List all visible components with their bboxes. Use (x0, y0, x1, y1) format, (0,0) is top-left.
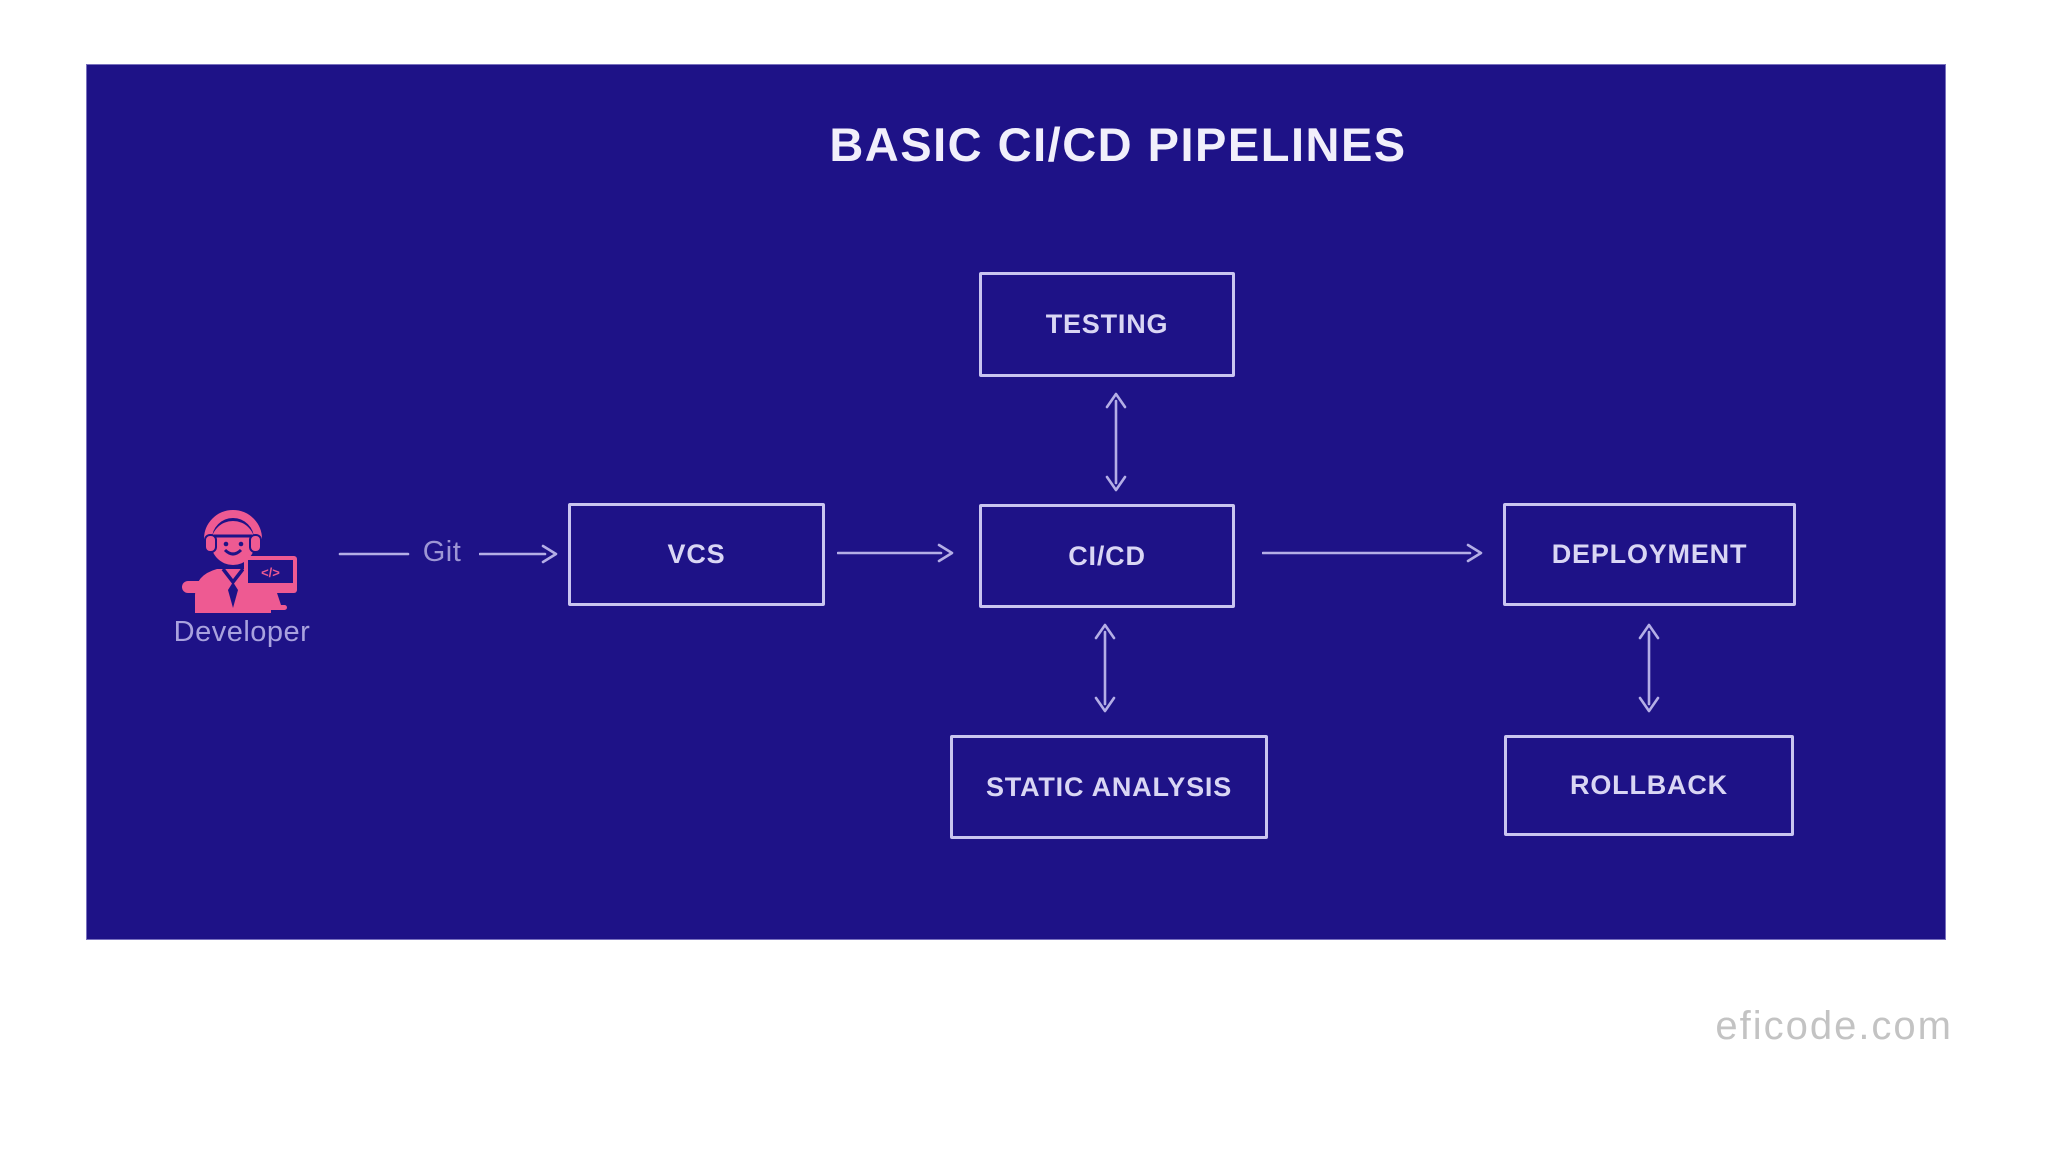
node-testing-label: TESTING (1045, 309, 1169, 339)
edge-label-git: Git (422, 536, 462, 568)
edge-line-developer (338, 542, 410, 566)
node-rollback: ROLLBACK (1504, 735, 1794, 836)
developer-icon-svg: </> (182, 510, 297, 613)
smile (223, 548, 243, 556)
tie (228, 582, 238, 608)
arrow-cicd-to-deployment-icon (1262, 541, 1484, 565)
monitor-screen (248, 560, 293, 583)
earcup-right (249, 534, 262, 553)
arrow-developer-to-vcs-icon (479, 542, 559, 566)
watermark: eficode.com (1715, 1004, 1953, 1048)
head (211, 521, 255, 565)
developer-label: Developer (173, 616, 311, 648)
double-arrow-deployment-rollback-icon (1636, 622, 1662, 714)
node-vcs: VCS (568, 503, 825, 606)
eye-right (238, 541, 244, 547)
node-static-analysis: STATIC ANALYSIS (950, 735, 1268, 839)
double-arrow-cicd-static-analysis-icon (1092, 622, 1118, 714)
eye-left (223, 541, 229, 547)
node-testing: TESTING (979, 272, 1235, 377)
node-deployment-label: DEPLOYMENT (1551, 539, 1748, 569)
node-deployment: DEPLOYMENT (1503, 503, 1796, 606)
monitor-stand (261, 593, 281, 605)
headphone-band (204, 510, 262, 540)
node-vcs-label: VCS (667, 539, 726, 569)
developer-at-computer-icon: </> (181, 495, 301, 615)
arm (182, 581, 210, 593)
code-glyph: </> (261, 565, 280, 580)
arrow-vcs-to-cicd-icon (837, 541, 955, 565)
node-static-analysis-label: STATIC ANALYSIS (985, 771, 1233, 802)
diagram-panel: BASIC CI/CD PIPELINES (86, 64, 1946, 940)
earcup-left (204, 534, 217, 553)
node-rollback-label: ROLLBACK (1570, 770, 1728, 800)
double-arrow-testing-cicd-icon (1103, 391, 1129, 493)
node-cicd: CI/CD (979, 504, 1235, 608)
diagram-title: BASIC CI/CD PIPELINES (829, 118, 1407, 171)
monitor-base (255, 605, 287, 610)
node-cicd-label: CI/CD (1068, 540, 1146, 571)
